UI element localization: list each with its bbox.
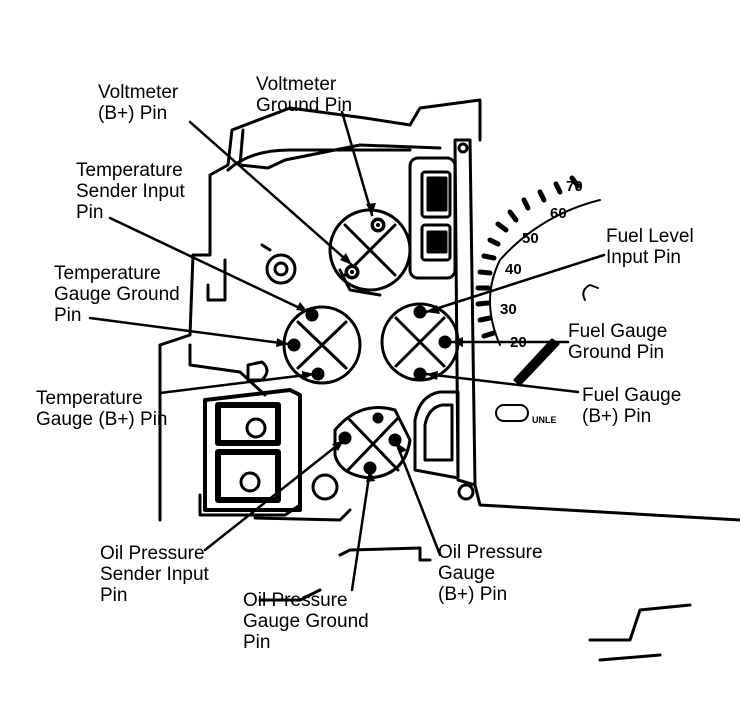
label-oil-sender: Oil Pressure Sender Input Pin	[100, 543, 209, 606]
unleaded-lamp	[495, 404, 529, 422]
leader-arrowheads	[276, 203, 463, 482]
leader-oil-ground	[350, 468, 372, 592]
speedo-20: 20	[510, 334, 527, 351]
leader-voltmeter-bplus	[188, 120, 354, 267]
gauge-hub	[582, 284, 599, 301]
label-oil-ground: Oil Pressure Gauge Ground Pin	[243, 590, 369, 653]
leader-oil-bplus	[394, 440, 442, 557]
indicator-boxes-left	[203, 388, 302, 512]
indicator-windows-top	[408, 156, 457, 280]
label-fuel-ground: Fuel Gauge Ground Pin	[568, 321, 668, 363]
label-temp-bplus: Temperature Gauge (B+) Pin	[36, 388, 168, 430]
leader-temp-ground	[88, 316, 290, 346]
speedo-50: 50	[522, 230, 539, 247]
gauge-needle	[513, 338, 560, 386]
label-temp-sender: Temperature Sender Input Pin	[76, 160, 185, 223]
oil-connector	[333, 406, 412, 480]
lamp-text: UNLE	[532, 415, 557, 425]
speedo-70: 70	[566, 178, 583, 195]
speedo-30: 30	[500, 301, 517, 318]
label-voltmeter-bplus: Voltmeter (B+) Pin	[98, 82, 179, 124]
leader-temp-bplus	[158, 372, 316, 395]
cluster-divider	[453, 138, 477, 501]
leader-oil-sender	[203, 438, 346, 552]
leader-fuel-level	[424, 253, 606, 314]
cluster-housing	[158, 98, 740, 662]
leader-voltmeter-ground	[340, 110, 374, 217]
temperature-connector	[282, 305, 362, 385]
speedometer-scale	[475, 175, 581, 339]
fuel-connector	[380, 302, 460, 382]
speedo-60: 60	[550, 205, 567, 222]
label-oil-bplus: Oil Pressure Gauge (B+) Pin	[438, 542, 543, 605]
label-fuel-bplus: Fuel Gauge (B+) Pin	[582, 385, 682, 427]
indicator-window-bottom	[413, 390, 460, 480]
leader-fuel-bplus	[424, 372, 580, 394]
leader-temp-sender	[108, 216, 310, 314]
label-fuel-level: Fuel Level Input Pin	[606, 226, 694, 268]
voltmeter-connector	[328, 208, 412, 297]
label-temp-ground: Temperature Gauge Ground Pin	[54, 263, 180, 326]
speedo-40: 40	[505, 261, 522, 278]
speedometer-arc	[489, 199, 601, 346]
leader-lines	[88, 110, 606, 592]
label-voltmeter-ground: Voltmeter Ground Pin	[256, 74, 353, 116]
